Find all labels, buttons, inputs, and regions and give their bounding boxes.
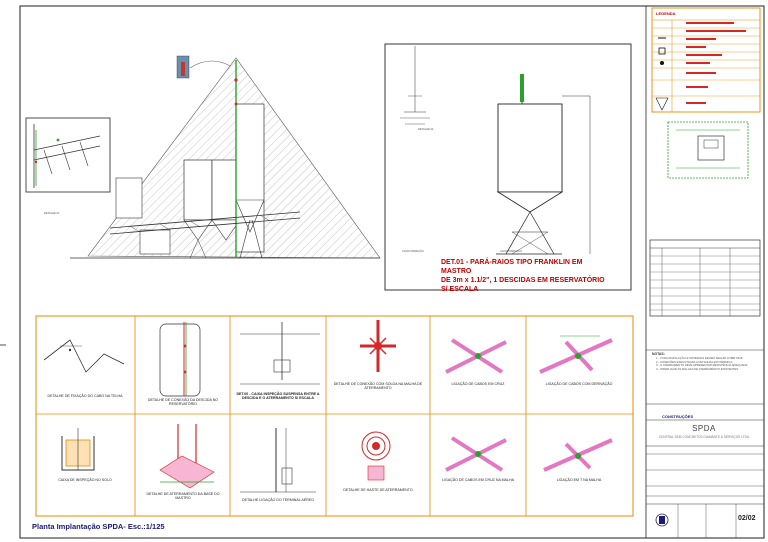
main-elevation: [70, 55, 381, 259]
det01-title-line-1: DET.01 - PARÁ-RAIOS TIPO FRANKLIN EM MAS…: [441, 259, 583, 275]
title-block: [645, 6, 764, 538]
note-3: 3 - O ATERRAMENTO DEVE APRESENTAR RESIST…: [656, 363, 749, 368]
note-2: 2 - CONEXÕES EXECUTADAS COM SOLDA EXOTÉR…: [656, 359, 733, 364]
cell-6: [539, 335, 613, 374]
detail-caption-3: DET.06 - CAIXA INSPEÇÃO SUSPENSA ENTRE A…: [236, 392, 320, 401]
inset-detail-roof: DETALHE 01: [25, 117, 111, 215]
company-logo: CONSTRUÇÕES: [662, 414, 694, 419]
note-4: 4 - INTERLIGAR AS MALHAS DE ATERRAMENTO …: [656, 366, 739, 371]
cell-12: [543, 438, 613, 472]
notes-heading: NOTAS:: [652, 352, 665, 356]
details-grid: [35, 315, 634, 517]
detail-caption-5: LIGAÇÃO DE CABOS EM CRUZ: [451, 382, 505, 386]
materials-table: [649, 239, 761, 317]
sheet-number: 02/02: [738, 515, 756, 522]
det01-title-line-3: S/ ESCALA: [441, 286, 479, 293]
legend-table: [651, 7, 761, 113]
detail-caption-11: LIGAÇÃO DE CABOS EM CRUZ NA MALHA: [441, 478, 515, 482]
cell-11: [445, 436, 507, 472]
detail-caption-9: DETALHE LIGAÇÃO DO TERMINAL AÉREO: [241, 498, 315, 502]
cell-10: [361, 431, 391, 481]
detail-caption-7: CAIXA DE INSPEÇÃO NO SOLO: [58, 478, 112, 482]
cell-9: [240, 428, 316, 493]
project-subtitle: CENTRAL SEM CONCRETOS DIAMANTE & SERVIÇO…: [658, 435, 750, 439]
det01-box: DETALHE 02 CAIXA INSPEÇÃO CAIXA INSPEÇÃO: [384, 43, 632, 291]
cell-8: [159, 424, 215, 489]
cell-7: [61, 428, 95, 471]
detail-caption-6: LIGAÇÃO DE CABOS COM DERIVAÇÃO: [545, 382, 613, 386]
svg-text:DETALHE 02: DETALHE 02: [418, 127, 434, 131]
det01-title: DET.01 - PARÁ-RAIOS TIPO FRANKLIN EM MAS…: [441, 258, 611, 294]
detail-caption-10: DETALHE DE HASTE DE ATERRAMENTO: [343, 488, 413, 492]
green-detail: [667, 121, 749, 179]
detail-caption-4: DETALHE DE CONEXÃO COM SOLDA NA MALHA DE…: [333, 382, 423, 391]
det01-title-line-2: DE 3m x 1.1/2", 1 DESCIDAS EM RESERVATÓR…: [441, 277, 605, 284]
svg-text:CAIXA INSPEÇÃO: CAIXA INSPEÇÃO: [500, 248, 522, 253]
detail-caption-1: DETALHE DE FIXAÇÃO DO CABO NA TELHA: [47, 394, 123, 398]
notes-list: 1 - TODA INSTALAÇÃO E MATERIAIS DEVEM SE…: [656, 356, 756, 371]
cell-2: [159, 322, 201, 397]
cell-3: [240, 322, 320, 385]
svg-text:DETALHE 01: DETALHE 01: [44, 211, 60, 215]
detail-caption-2: DETALHE DE CONEXÃO DA DESCIDA NO RESERVA…: [147, 398, 219, 407]
legend-heading: LEGENDA: [656, 11, 676, 16]
cell-4: [360, 320, 396, 372]
note-1: 1 - TODA INSTALAÇÃO E MATERIAIS DEVEM SE…: [656, 356, 744, 360]
detail-caption-12: LIGAÇÃO EM T NA MALHA: [556, 478, 602, 482]
sheet-border: [19, 5, 765, 539]
svg-text:CAIXA INSPEÇÃO: CAIXA INSPEÇÃO: [402, 248, 424, 253]
project-title: SPDA: [692, 424, 716, 433]
cell-5: [445, 338, 507, 374]
cell-1: [43, 339, 125, 373]
plan-title: Planta Implantação SPDA- Esc.:1/125: [32, 522, 165, 531]
detail-caption-8: DETALHE DE ATERRAMENTO DA BASE DO MASTRO: [146, 492, 220, 501]
